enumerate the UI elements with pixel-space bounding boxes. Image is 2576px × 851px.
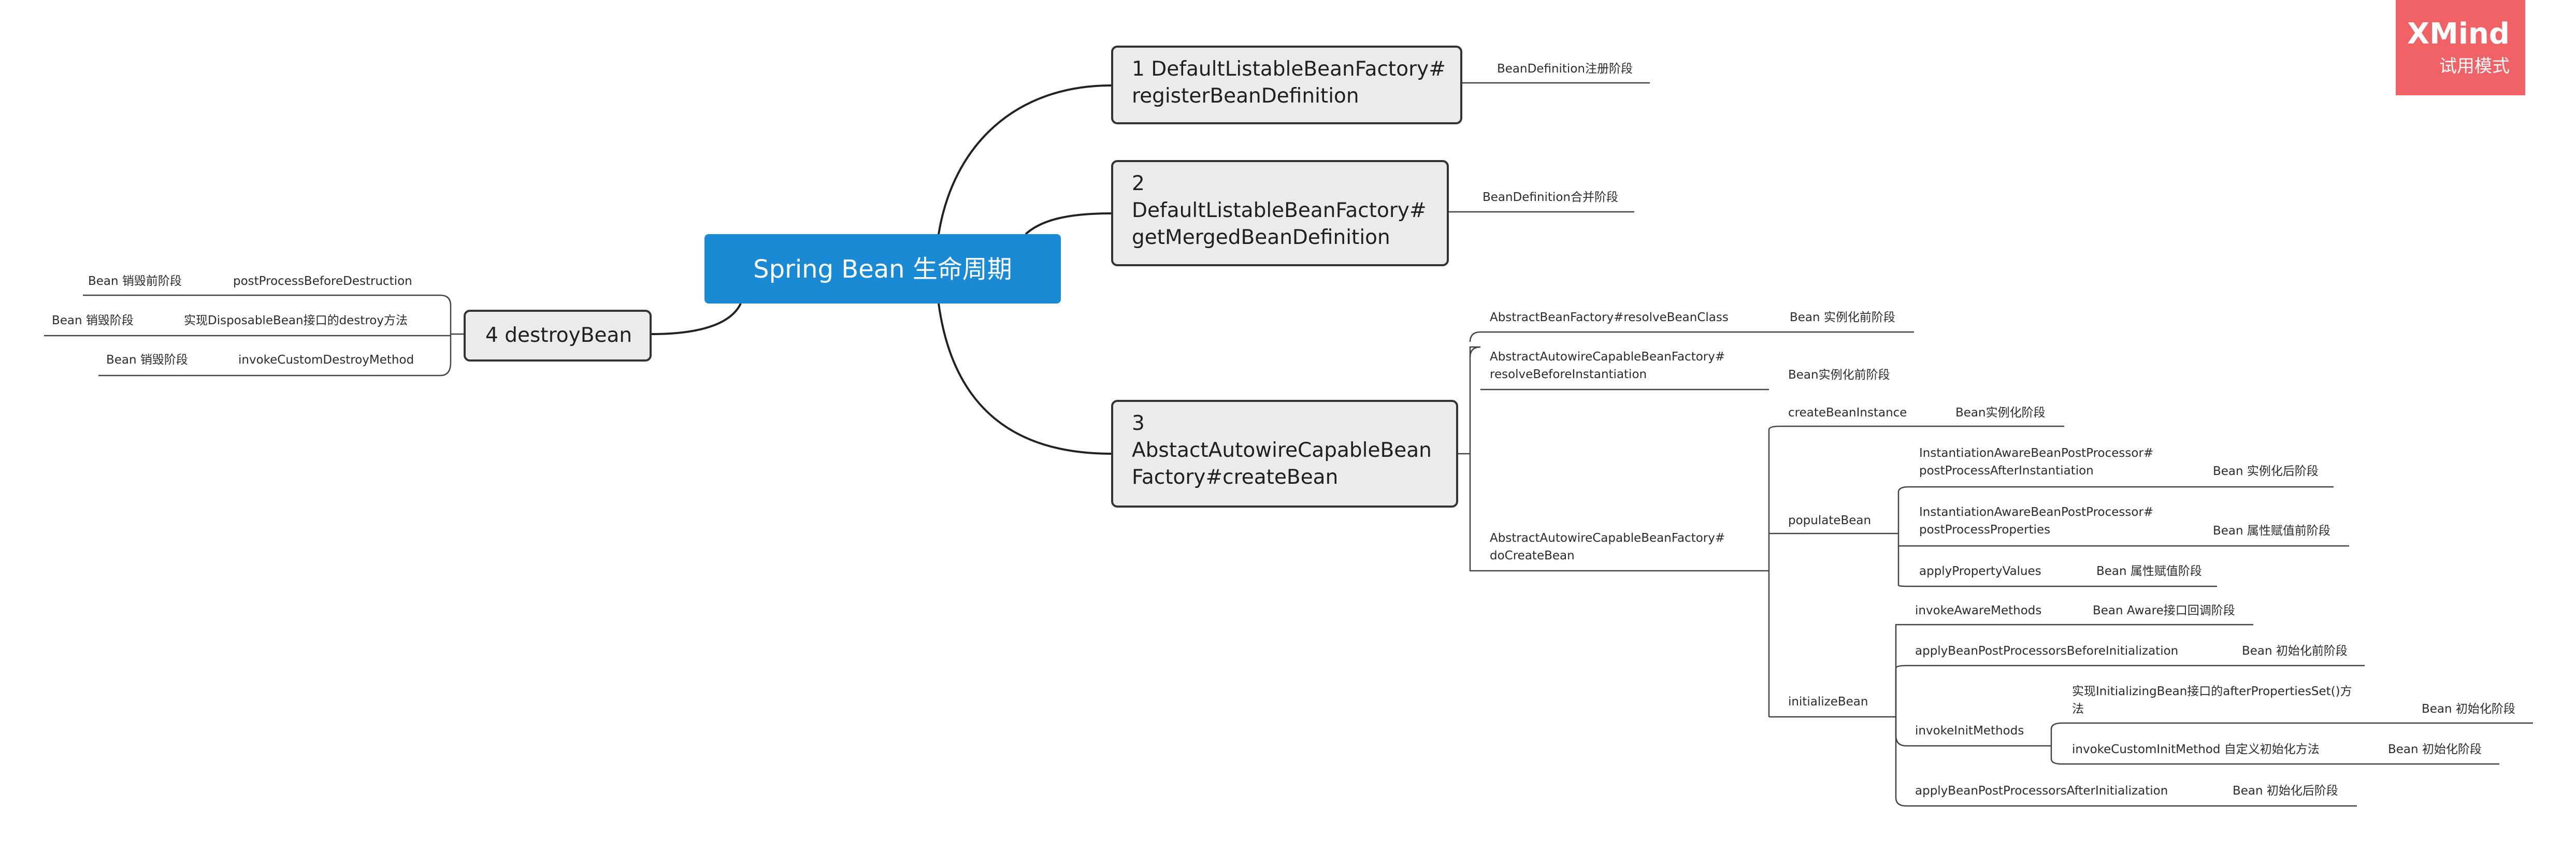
line-after-inst xyxy=(1897,486,2334,533)
custom-destroy-method: invokeCustomDestroyMethod xyxy=(238,353,414,367)
after-props-stage: Bean 初始化阶段 xyxy=(2422,702,2515,716)
before-init-stage: Bean 初始化前阶段 xyxy=(2242,644,2348,658)
resolve-bean-class-method: AbstractBeanFactory#resolveBeanClass xyxy=(1490,311,1729,324)
custom-destroy-stage: Bean 销毁阶段 xyxy=(106,353,188,367)
custom-init-method: invokeCustomInitMethod 自定义初始化方法 xyxy=(2072,743,2320,756)
line-custom-init xyxy=(2050,746,2499,765)
branch3-title: 3 AbstactAutowireCapableBean Factory#cre… xyxy=(1132,412,1432,489)
aware-stage: Bean Aware接口回调阶段 xyxy=(2093,604,2235,617)
after-inst-l1: InstantiationAwareBeanPostProcessor# xyxy=(1919,446,2154,460)
create-instance-method: createBeanInstance xyxy=(1788,406,1907,420)
branch1-stage: BeanDefinition注册阶段 xyxy=(1497,62,1633,76)
after-props-l1: 实现InitializingBean接口的afterPropertiesSet(… xyxy=(2072,685,2352,698)
before-init-method: applyBeanPostProcessorsBeforeInitializat… xyxy=(1915,644,2179,658)
branch1-title: 1 DefaultListableBeanFactory# registerBe… xyxy=(1132,57,1446,108)
populate-method: populateBean xyxy=(1788,514,1872,527)
resolve-before-stage: Bean实例化前阶段 xyxy=(1788,368,1890,382)
root-topic[interactable]: Spring Bean 生命周期 xyxy=(704,234,1061,304)
disposable-method: 实现DisposableBean接口的destroy方法 xyxy=(184,314,408,327)
line-aware xyxy=(1895,624,2253,717)
branch2-title: 2 DefaultListableBeanFactory# getMergedB… xyxy=(1132,172,1427,249)
branch2-stage: BeanDefinition合并阶段 xyxy=(1483,191,1618,204)
connector-root-branch4 xyxy=(651,303,742,335)
disposable-stage: Bean 销毁阶段 xyxy=(52,314,134,327)
custom-init-stage: Bean 初始化阶段 xyxy=(2388,743,2482,756)
branch4-topic[interactable]: 4 destroyBean xyxy=(464,310,652,362)
before-destruction-method: postProcessBeforeDestruction xyxy=(233,275,412,288)
connector-root-branch3 xyxy=(938,303,1112,455)
line-before-init xyxy=(1895,665,2365,717)
line-after-props xyxy=(2050,722,2533,746)
aware-method: invokeAwareMethods xyxy=(1915,604,2042,617)
before-destruction-stage: Bean 销毁前阶段 xyxy=(88,275,182,288)
do-create-method-l2: doCreateBean xyxy=(1490,549,1575,562)
apply-values-stage: Bean 属性赋值阶段 xyxy=(2096,565,2202,578)
connector-root-branch1 xyxy=(938,84,1112,235)
after-inst-stage: Bean 实例化后阶段 xyxy=(2213,465,2319,478)
branch4-title: 4 destroyBean xyxy=(485,324,632,347)
line-apply-values xyxy=(1897,533,2217,587)
after-props-l2: 法 xyxy=(2072,702,2084,716)
resolve-before-method-l2: resolveBeforeInstantiation xyxy=(1490,368,1647,381)
resolve-before-method-l1: AbstractAutowireCapableBeanFactory# xyxy=(1490,350,1725,364)
initialize-method: initializeBean xyxy=(1788,695,1868,709)
connector-root-branch2 xyxy=(1025,212,1112,235)
branch2-topic[interactable]: 2 DefaultListableBeanFactory# getMergedB… xyxy=(1111,160,1449,266)
branch1-topic[interactable]: 1 DefaultListableBeanFactory# registerBe… xyxy=(1111,46,1462,124)
watermark-brand: XMind xyxy=(2407,17,2510,51)
watermark-mode: 试用模式 xyxy=(2439,56,2510,77)
init-methods-method: invokeInitMethods xyxy=(1915,724,2024,738)
after-init-method: applyBeanPostProcessorsAfterInitializati… xyxy=(1915,784,2168,798)
create-instance-stage: Bean实例化阶段 xyxy=(1955,406,2046,420)
branch3-topic[interactable]: 3 AbstactAutowireCapableBean Factory#cre… xyxy=(1111,400,1458,508)
post-props-stage: Bean 属性赋值前阶段 xyxy=(2213,524,2330,538)
post-props-l2: postProcessProperties xyxy=(1919,523,2051,537)
xmind-watermark: XMind 试用模式 xyxy=(2396,0,2525,95)
after-init-stage: Bean 初始化后阶段 xyxy=(2233,784,2338,798)
bracket-branch4 xyxy=(83,294,452,377)
post-props-l1: InstantiationAwareBeanPostProcessor# xyxy=(1919,506,2154,519)
apply-values-method: applyPropertyValues xyxy=(1919,565,2041,578)
do-create-method-l1: AbstractAutowireCapableBeanFactory# xyxy=(1490,531,1725,545)
bracket-branch3 xyxy=(1469,346,1480,572)
line-create-instance xyxy=(1768,425,2064,571)
resolve-bean-class-stage: Bean 实例化前阶段 xyxy=(1790,311,1895,324)
line-after-init xyxy=(1895,717,2357,807)
after-inst-l2: postProcessAfterInstantiation xyxy=(1919,464,2094,478)
root-title: Spring Bean 生命周期 xyxy=(753,255,1012,284)
